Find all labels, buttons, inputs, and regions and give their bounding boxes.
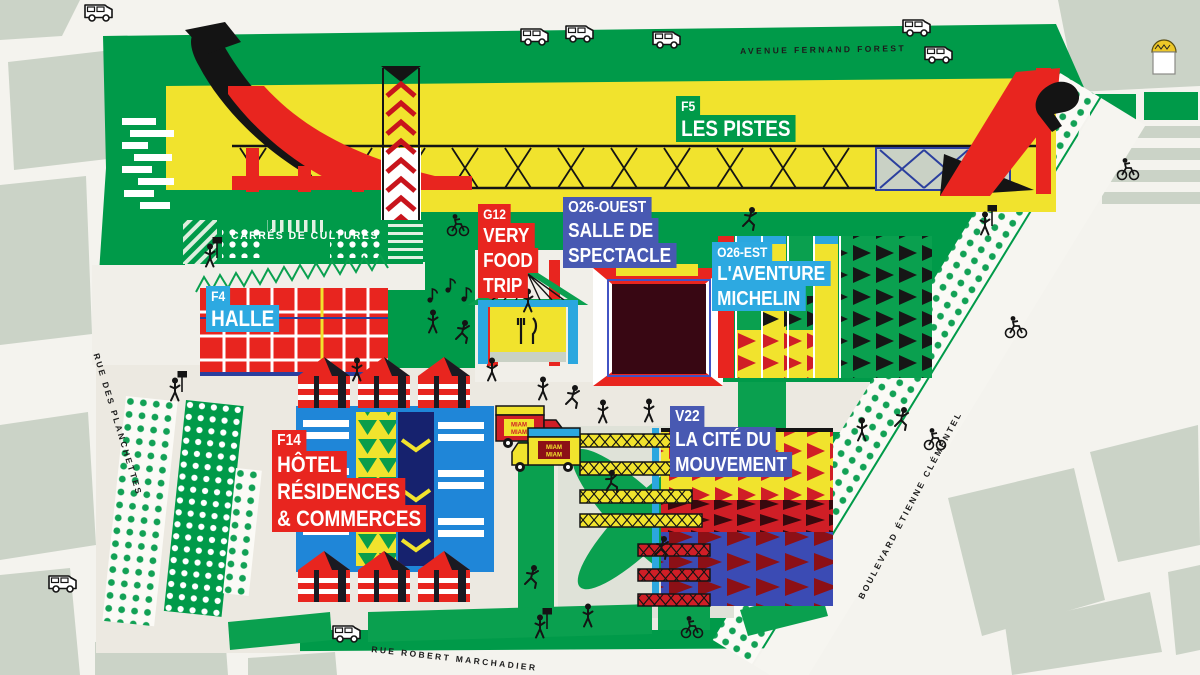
- area-label-carres-de-cultures: CARRÉS DE CULTURES: [231, 230, 379, 242]
- zone-code: O26-EST: [712, 242, 773, 261]
- zone-name-line: RÉSIDENCES: [272, 478, 406, 505]
- zone-name-line: FOOD: [478, 248, 539, 273]
- zone-name-line: LA CITÉ DU: [670, 427, 777, 452]
- zone-label-very-food-trip: G12 VERY FOOD TRIP: [478, 204, 539, 298]
- zone-name-line: SPECTACLE: [563, 243, 677, 268]
- zone-code: F14: [272, 430, 307, 451]
- zone-name-line: TRIP: [478, 273, 528, 298]
- food-truck-icon: MIAM MIAM: [511, 427, 581, 472]
- zone-name-line: MICHELIN: [712, 286, 806, 311]
- zone-label-salle-de-spectacle: O26-OUEST SALLE DE SPECTACLE: [563, 197, 677, 268]
- zone-code: F5: [676, 96, 701, 115]
- zone-name-line: SALLE DE: [563, 218, 659, 243]
- zone-name-line: VERY: [478, 223, 535, 248]
- zone-label-les-pistes: F5 LES PISTES: [676, 96, 796, 142]
- climber-icon: [1035, 81, 1080, 132]
- zone-name-line: HÔTEL: [272, 451, 347, 478]
- svg-text:MIAM: MIAM: [546, 445, 562, 451]
- zone-label-hotel-residences: F14 HÔTEL RÉSIDENCES & COMMERCES: [272, 430, 427, 532]
- salle-de-spectacle-building: [593, 264, 723, 386]
- black-ramp-icon: [191, 32, 351, 170]
- red-ramp-right-icon: [940, 68, 1060, 196]
- svg-text:MIAM: MIAM: [511, 423, 527, 429]
- carres-de-cultures-strip: [183, 220, 423, 264]
- zone-label-aventure-michelin: O26-EST L'AVENTURE MICHELIN: [712, 242, 831, 311]
- les-pistes-structure: [122, 22, 1080, 232]
- chevron-tower-icon: [381, 66, 421, 232]
- zone-code: V22: [670, 406, 705, 427]
- zone-name-line: MOUVEMENT: [670, 452, 793, 477]
- zone-name-line: HALLE: [206, 305, 280, 332]
- van-icon: [84, 4, 113, 22]
- svg-text:MIAM: MIAM: [511, 430, 527, 436]
- zone-name-line: L'AVENTURE: [712, 261, 831, 286]
- white-dashes: [122, 118, 174, 209]
- zone-label-cite-du-mouvement: V22 LA CITÉ DU MOUVEMENT: [670, 406, 793, 477]
- fork-knife-icon: [516, 317, 538, 344]
- zone-code: G12: [478, 204, 512, 223]
- zone-name-line: LES PISTES: [676, 115, 796, 142]
- svg-text:MIAM: MIAM: [546, 453, 562, 459]
- zone-name-line: & COMMERCES: [272, 505, 427, 532]
- zone-code: F4: [206, 286, 231, 305]
- zone-code: O26-OUEST: [563, 197, 652, 218]
- zone-label-halle: F4 HALLE: [206, 286, 280, 332]
- kiosk-icon: [1151, 39, 1177, 75]
- red-ramp-icon: [228, 86, 470, 190]
